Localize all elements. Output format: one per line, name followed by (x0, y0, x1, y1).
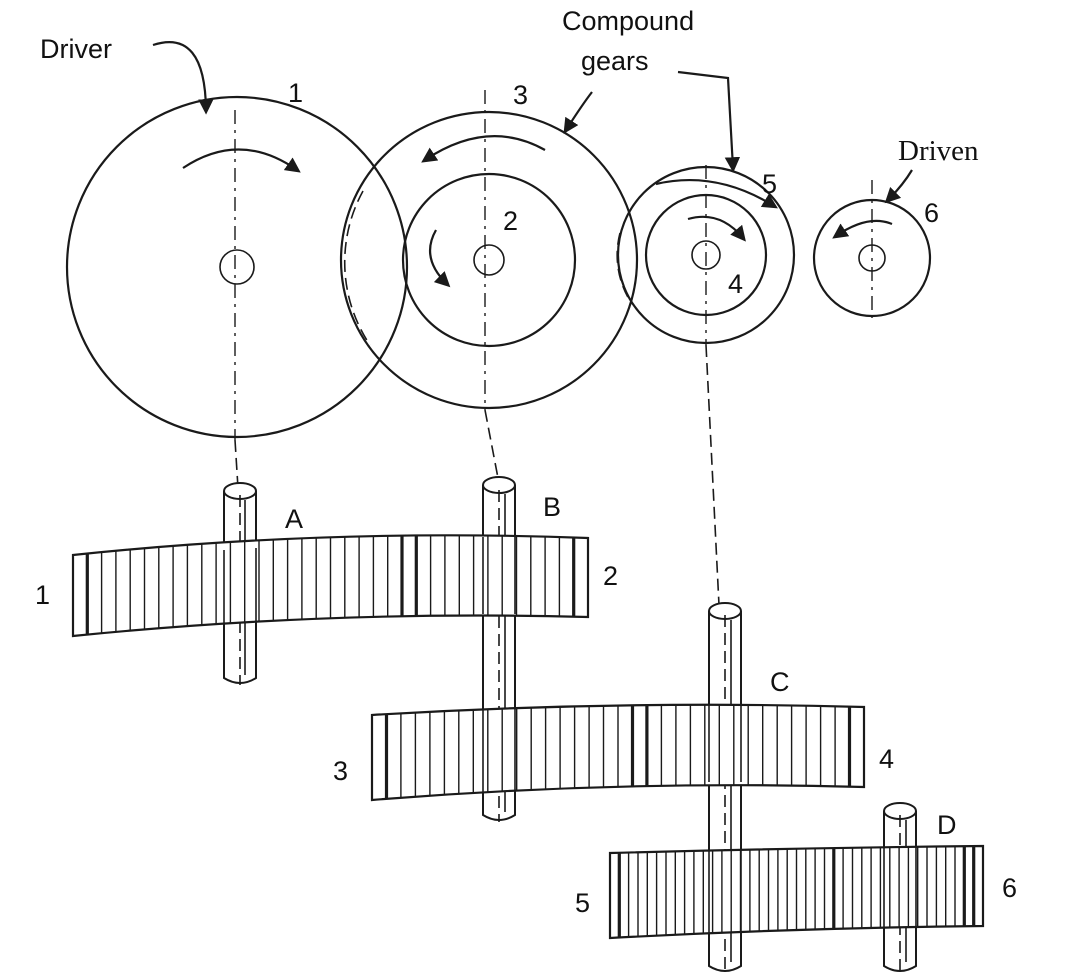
leader-driven (884, 169, 913, 204)
rotation-arrow-gear-3 (421, 135, 546, 163)
gear-2-number: 2 (503, 206, 518, 236)
shaft-c-label: C (770, 667, 790, 697)
driven-label: Driven (898, 135, 979, 167)
leader-compound-to-gear-3 (563, 91, 593, 134)
shaft-d-label: D (937, 810, 957, 840)
gear-4-number: 4 (728, 269, 743, 299)
face-2-label: 2 (603, 561, 618, 591)
top-view: Driver Compound gears Driven 1 2 3 4 5 6 (40, 6, 979, 440)
projection-lines (234, 344, 720, 606)
gear-3-circle (339, 110, 639, 410)
compound-label: Compound (562, 6, 694, 36)
side-view: A B C D 1 2 3 4 5 6 (35, 476, 1017, 972)
rotation-arrow-gear-1 (182, 148, 301, 173)
gear-face-3-4 (370, 703, 866, 802)
face-3-label: 3 (333, 756, 348, 786)
face-6-label: 6 (1002, 873, 1017, 903)
gear-face-1-2 (71, 534, 590, 638)
gear-1-number: 1 (288, 78, 303, 108)
rotation-arrow-gear-6 (832, 219, 893, 239)
leader-driver (152, 40, 214, 115)
gears-label: gears (581, 46, 649, 76)
driver-label: Driver (40, 34, 112, 64)
shaft-a-label: A (285, 504, 303, 534)
gear-face-5-6 (608, 844, 985, 940)
rotation-arrow-gear-2 (429, 229, 451, 288)
shaft-b-label: B (543, 492, 561, 522)
gear-6-number: 6 (924, 198, 939, 228)
face-1-label: 1 (35, 580, 50, 610)
shaft-overlays (223, 537, 917, 934)
gear-2-circle (401, 172, 577, 348)
gear-1-circle (65, 95, 409, 439)
face-5-label: 5 (575, 888, 590, 918)
rotation-arrow-gear-4 (687, 215, 746, 242)
face-4-label: 4 (879, 744, 894, 774)
leader-compound-to-gear-5 (677, 70, 741, 173)
rotation-arrow-gear-5 (655, 179, 778, 209)
gear-3-number: 3 (513, 80, 528, 110)
gear-5-number: 5 (762, 169, 777, 199)
